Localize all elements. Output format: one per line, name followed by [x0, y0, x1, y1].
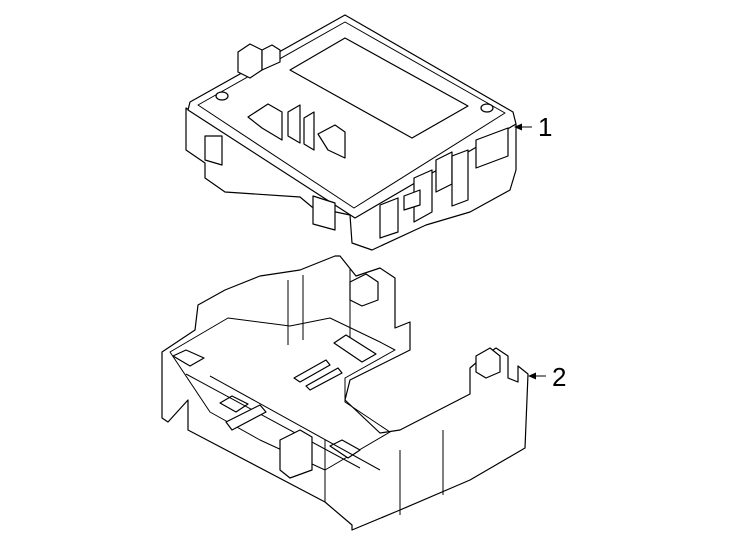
callout-label-part-1: 1 — [538, 112, 553, 142]
callout-label-part-2: 2 — [552, 362, 567, 392]
